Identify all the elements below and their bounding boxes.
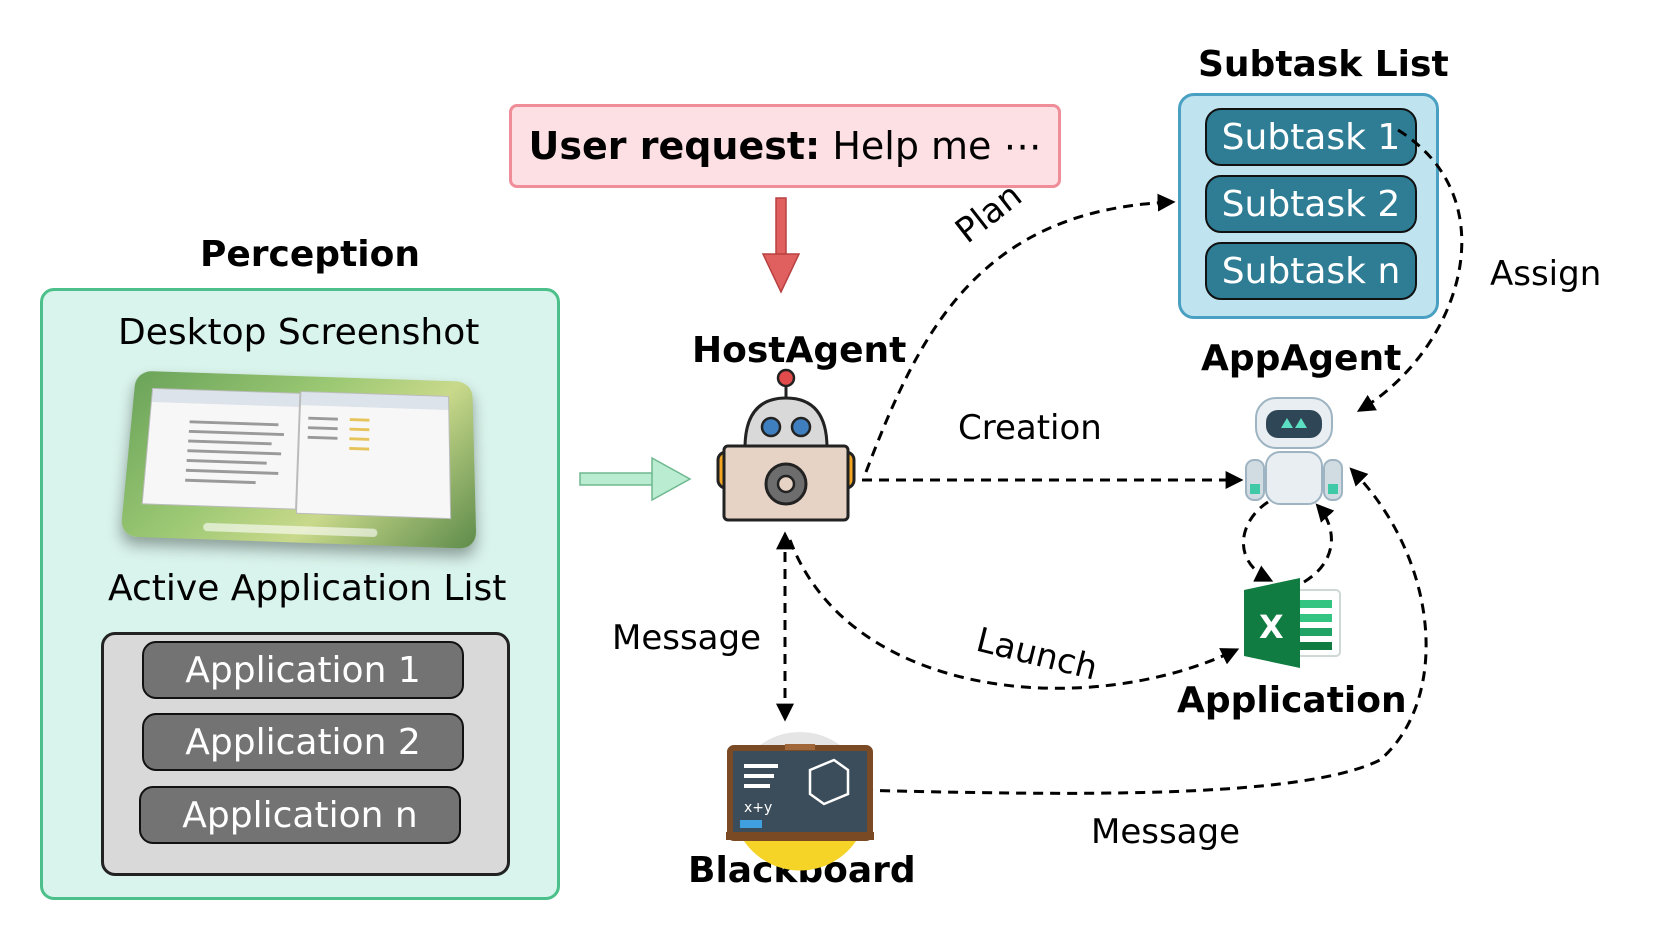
robot-app-icon (1246, 398, 1342, 504)
assign-edge (1360, 130, 1462, 410)
perception-input-arrow (580, 458, 690, 500)
request-down-arrow (763, 198, 799, 292)
excel-icon: X (1244, 578, 1340, 668)
plan-edge (866, 202, 1172, 472)
svg-text:x+y: x+y (744, 800, 772, 816)
app-loop-edge-down (1243, 502, 1270, 580)
robot-host-icon (718, 370, 854, 520)
app-loop-edge-up (1304, 506, 1331, 582)
blackboard-icon: x+y (726, 732, 874, 871)
svg-text:X: X (1259, 608, 1284, 646)
launch-edge (790, 540, 1236, 688)
